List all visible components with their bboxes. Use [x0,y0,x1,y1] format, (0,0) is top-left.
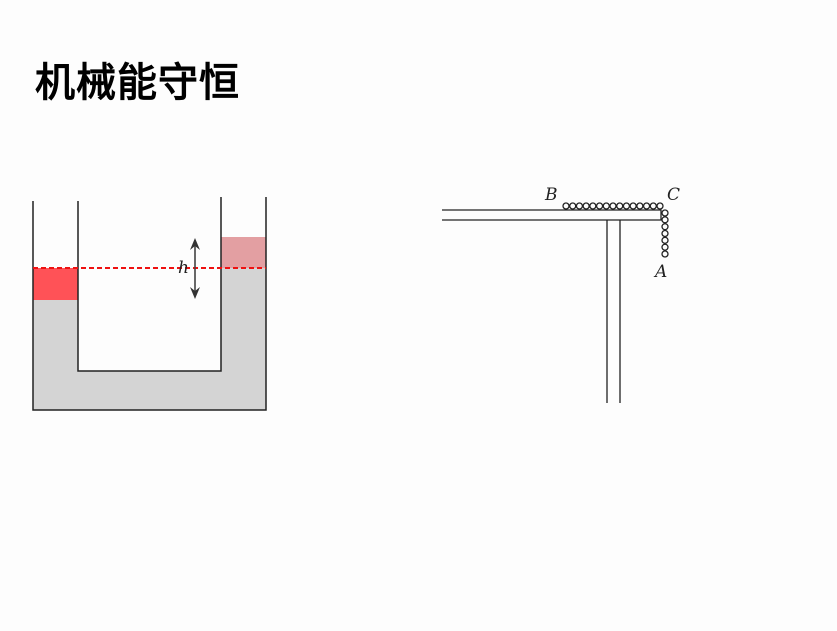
chain-link [661,216,669,224]
chain [562,202,669,258]
chain-link [562,202,570,210]
chain-link [575,202,584,210]
chain-figure: B C A [442,185,680,403]
label-c: C [667,185,680,205]
height-label: h [178,258,189,278]
chain-link [661,236,669,244]
left-red-segment [33,268,78,300]
table-top [442,209,662,221]
chain-link [616,202,624,210]
chain-link [661,250,669,258]
label-b: B [544,185,558,205]
chain-link [595,202,604,210]
label-a: A [653,262,667,282]
chain-link [609,202,617,210]
chain-link [622,202,631,210]
u-tube-figure: h [32,197,267,411]
chain-link [661,223,669,231]
table-leg [606,220,621,403]
chain-link [636,202,644,210]
chain-link [569,202,577,210]
chain-link [661,229,669,238]
chain-link [661,243,669,251]
chain-link [589,202,597,210]
height-arrow-icon [190,238,200,299]
slide-title: 机械能守恒 [35,60,240,106]
chain-link [602,202,610,210]
chain-link [656,202,664,210]
chain-link [661,209,669,217]
chain-link [649,202,657,210]
liquid-body [33,268,266,410]
chain-link [629,202,637,210]
u-tube-walls [32,197,267,411]
chain-link [582,202,590,210]
chain-link [642,202,651,210]
right-pink-segment [221,237,266,268]
